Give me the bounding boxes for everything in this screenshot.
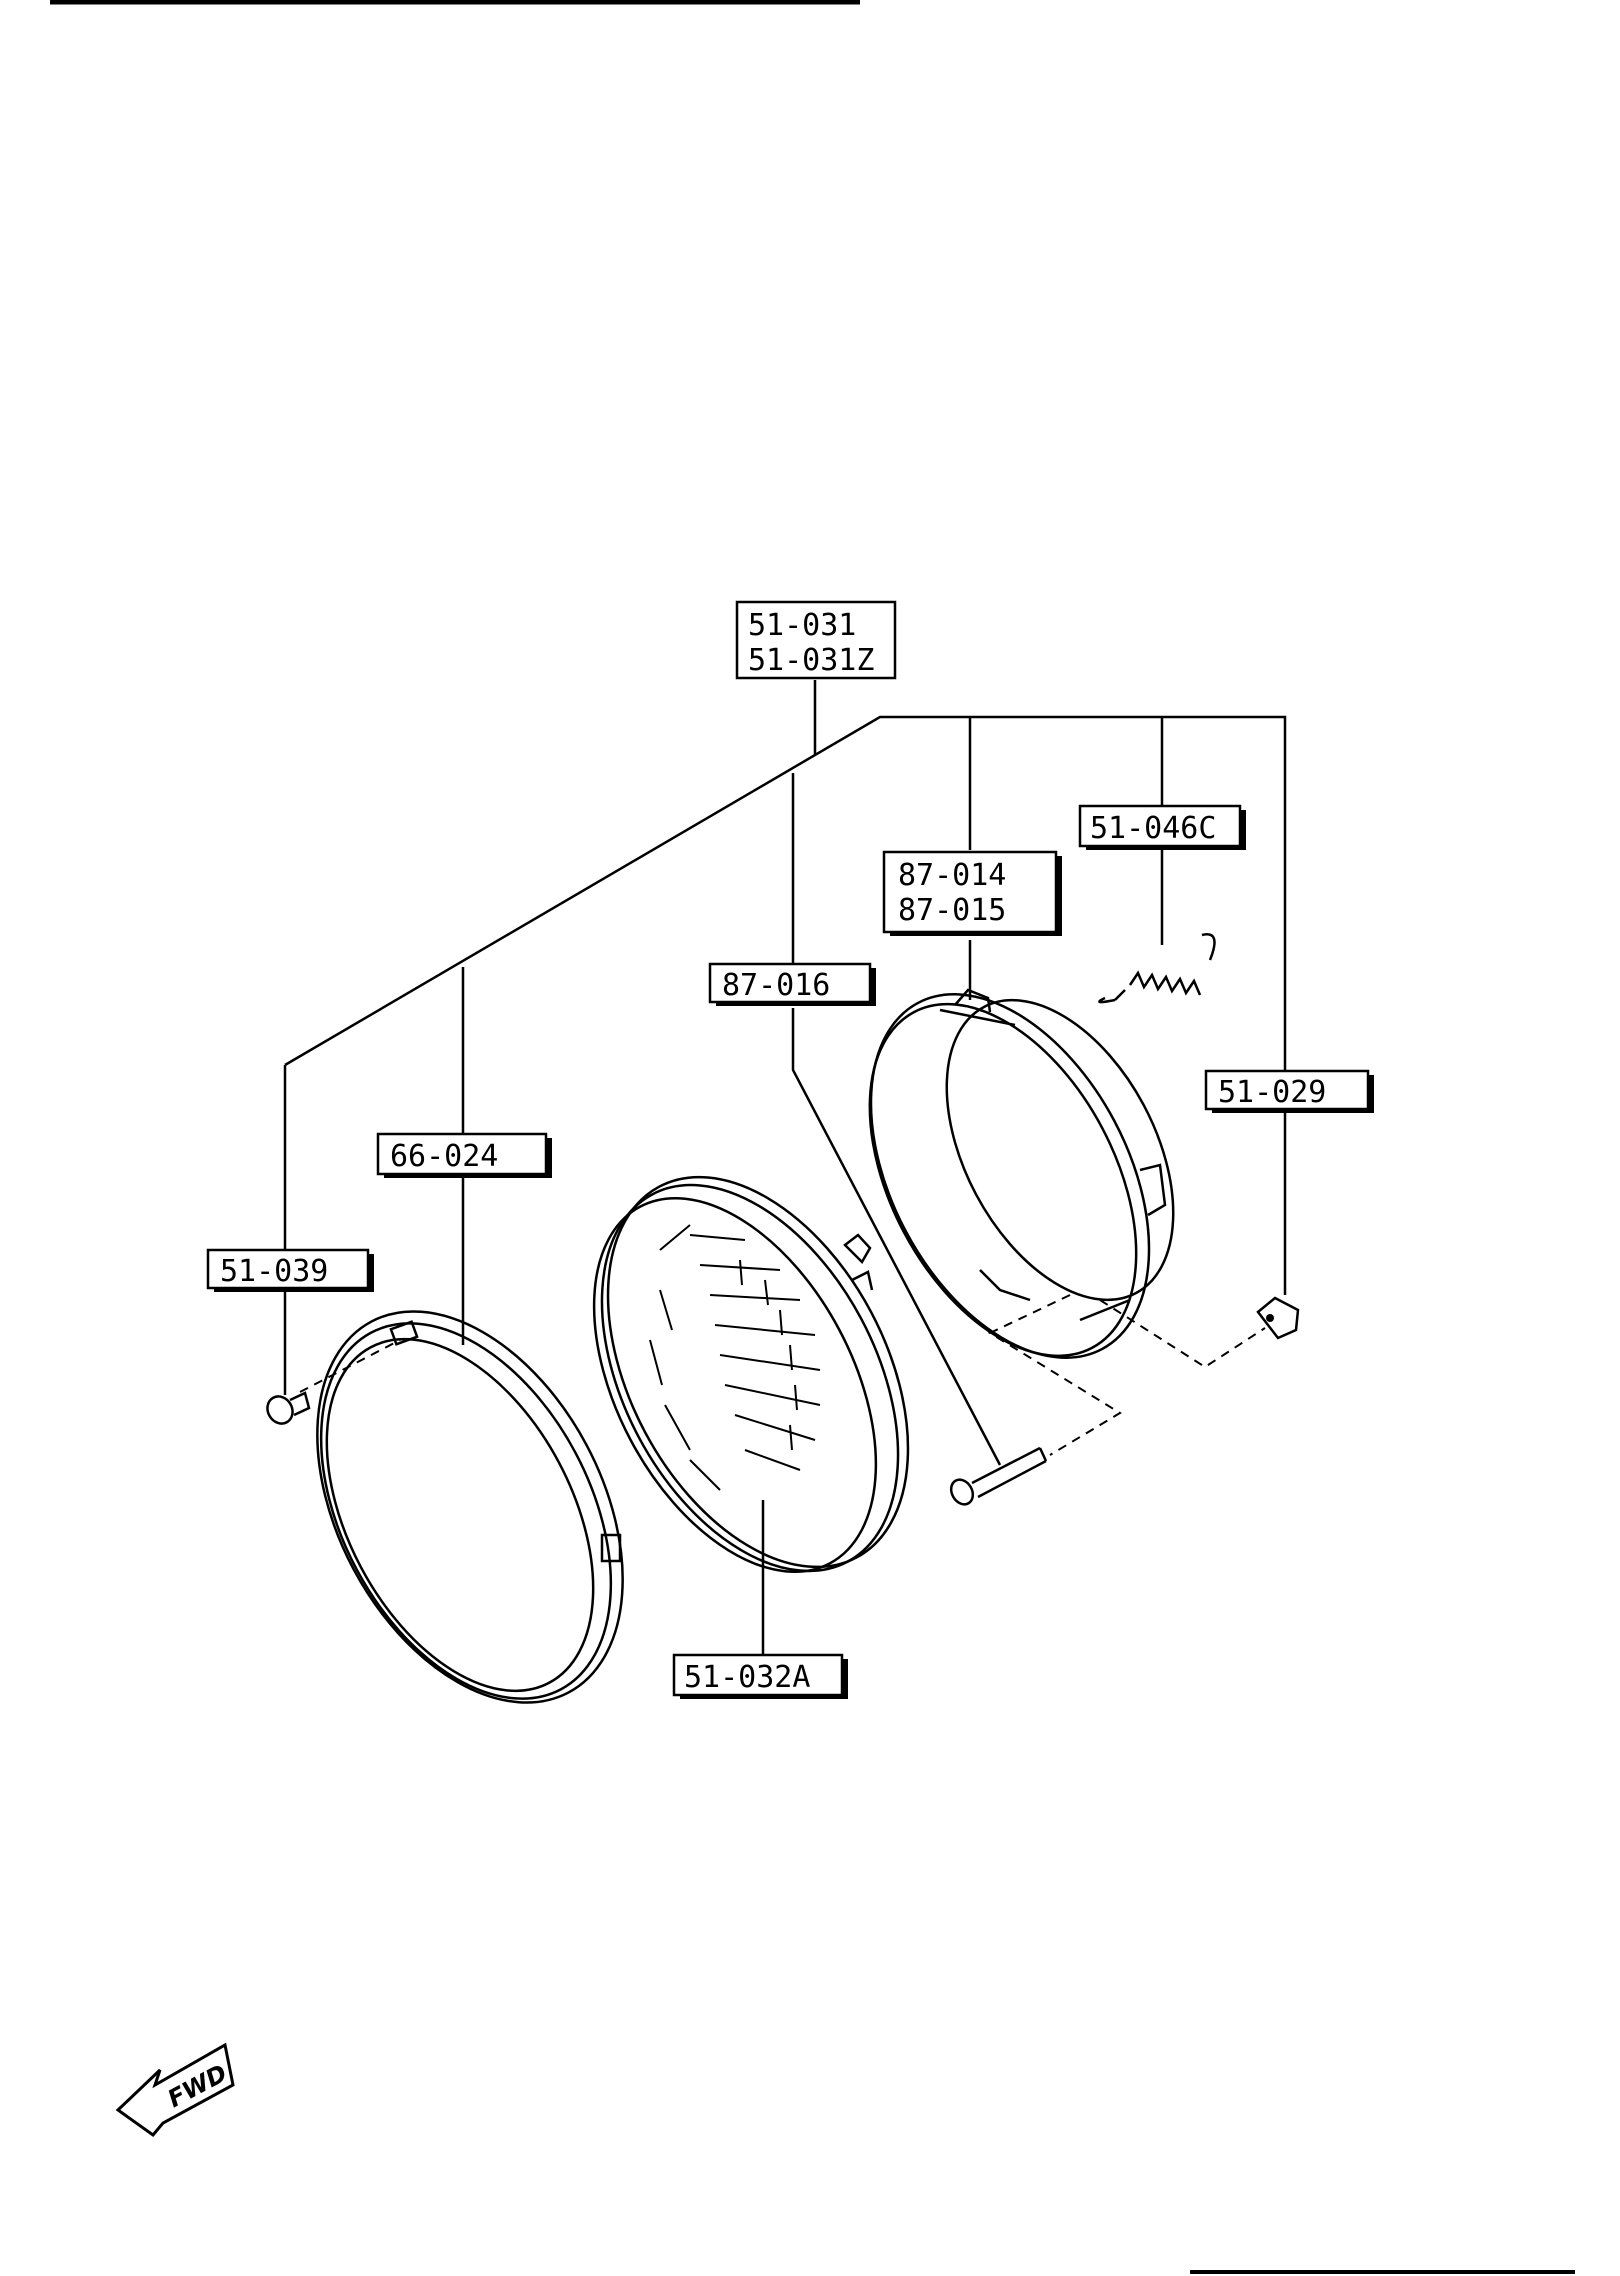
svg-text:51-029: 51-029 [1218,1075,1326,1110]
svg-text:51-032A: 51-032A [684,1660,810,1695]
svg-text:51-046C: 51-046C [1090,811,1216,846]
label-51-039: 51-039 [206,1248,374,1292]
clip-nut [1256,1296,1300,1340]
label-51-032A: 51-032A [672,1653,848,1699]
adjusting-screw [949,1446,1048,1506]
svg-text:87-016: 87-016 [722,968,830,1003]
svg-text:87-014: 87-014 [898,858,1006,893]
page-frame [50,0,1575,2274]
adjusting-spring [1098,933,1216,1004]
label-51-046C: 51-046C [1078,804,1246,850]
label-66-024: 66-024 [376,1132,552,1178]
fwd-arrow-icon: FWD [115,2042,235,2138]
retaining-ring [316,1310,624,1704]
mounting-bucket [868,988,1175,1359]
lens-pattern [649,1224,821,1491]
retaining-screw [266,1391,311,1425]
leader-lines [283,680,1287,1655]
label-87-014-87-015: 87-014 87-015 [882,850,1062,936]
label-51-031: 51-031 51-031Z [735,600,897,680]
svg-text:51-031: 51-031 [748,608,856,643]
label-87-016: 87-016 [708,962,876,1006]
label-51-029: 51-029 [1204,1069,1374,1113]
svg-text:66-024: 66-024 [390,1139,498,1174]
svg-text:51-039: 51-039 [220,1254,328,1289]
svg-text:51-031Z: 51-031Z [748,643,874,678]
svg-text:87-015: 87-015 [898,893,1006,928]
sealed-beam-lamp [592,1175,910,1574]
